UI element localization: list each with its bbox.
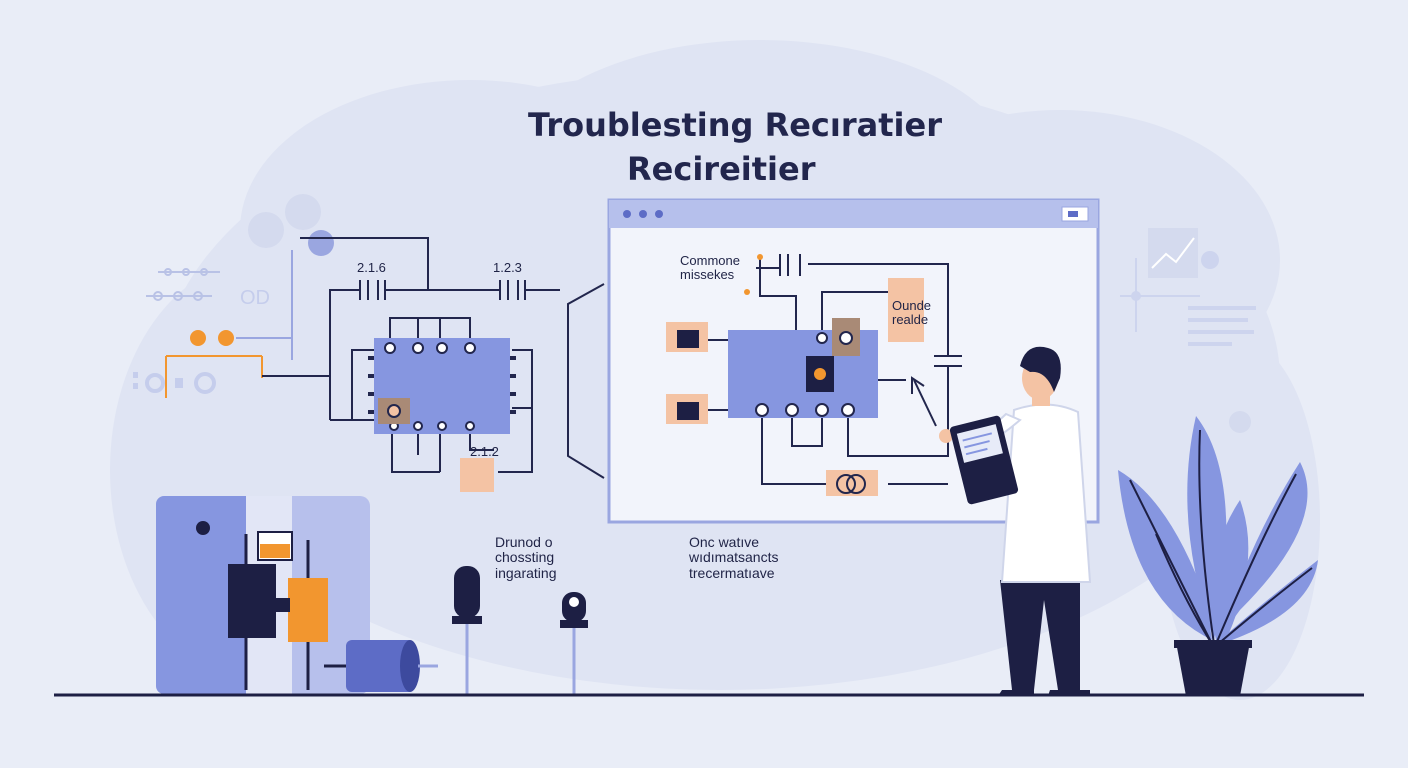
caption-middle: Onc watıve wıdımatsancts trecermatıave xyxy=(689,534,779,581)
tablet-icon xyxy=(949,415,1019,505)
probe-left xyxy=(452,566,482,694)
od-decoration-text: OD xyxy=(240,287,270,309)
chart-icon xyxy=(1120,228,1256,433)
left-circuit-label-b: 1.2.3 xyxy=(493,260,522,275)
connector-bracket xyxy=(567,283,605,479)
screen-mistakes-label: Commone missekes xyxy=(680,253,740,283)
left-circuit-label-c: 2.1.2 xyxy=(470,444,499,459)
probe-right xyxy=(560,592,588,694)
screen-ounde-label: Ounde realde xyxy=(892,298,932,328)
left-decoration xyxy=(133,194,334,398)
plant-icon xyxy=(1118,416,1318,696)
page-title: Troublesting Recıratier xyxy=(528,106,942,144)
left-circuit xyxy=(262,237,560,473)
page-subtitle: Recireitier xyxy=(627,150,816,188)
caption-left: Drunod o chossting ingarating xyxy=(495,534,557,581)
device-unit xyxy=(156,496,438,694)
left-circuit-label-a: 2.1.6 xyxy=(357,260,386,275)
left-chip xyxy=(368,338,516,492)
screen-chip xyxy=(666,254,924,496)
